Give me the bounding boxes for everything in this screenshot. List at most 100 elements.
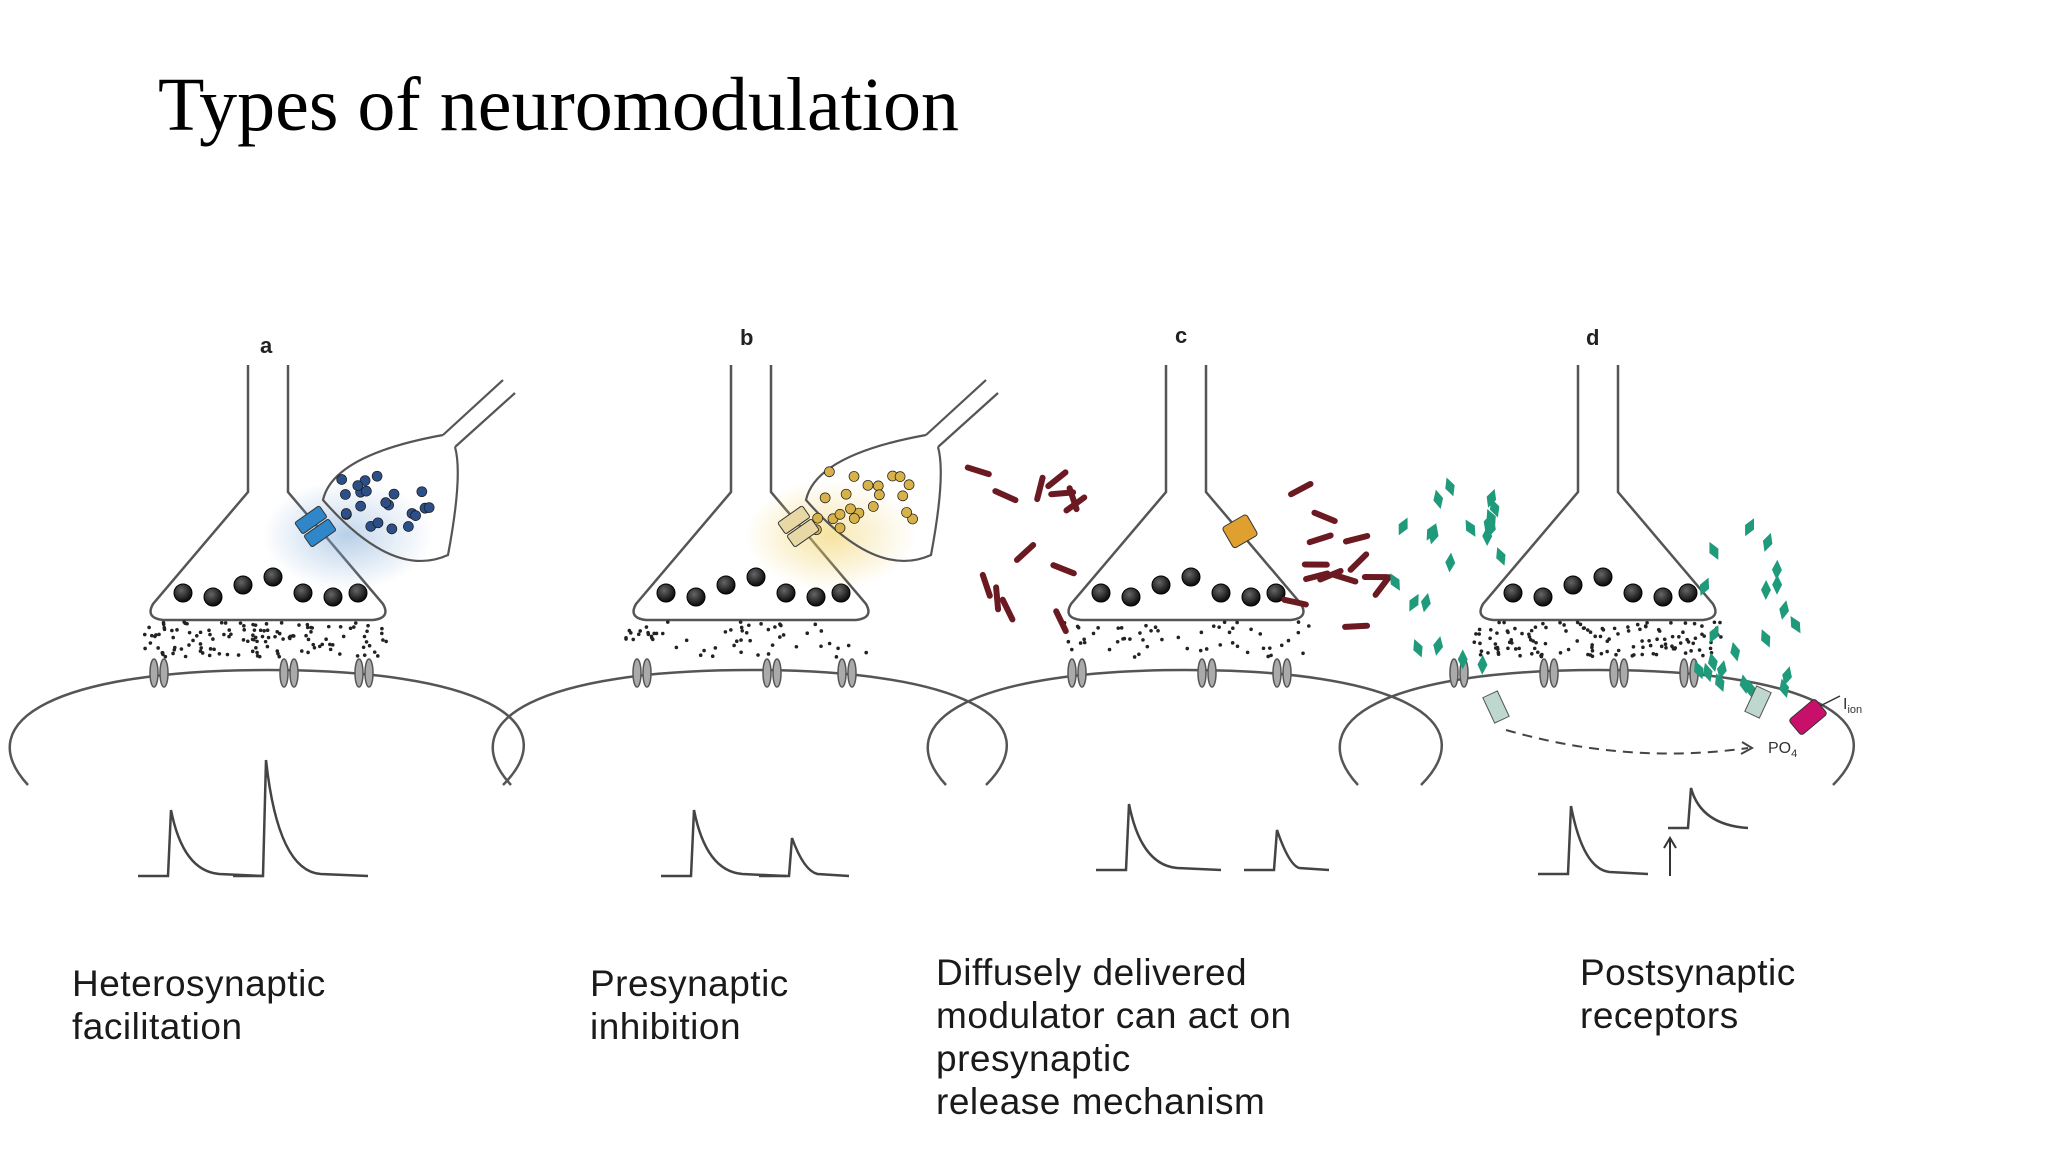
transmitter-particle	[1718, 620, 1722, 625]
transmitter-particle	[1614, 652, 1618, 657]
postsynaptic-modulator-molecule	[1433, 636, 1444, 656]
transmitter-particle	[1640, 639, 1644, 643]
postsynaptic-modulator-molecule	[1483, 513, 1494, 533]
modulator-receptor	[787, 518, 820, 548]
transmitter-particle	[1700, 632, 1704, 637]
postsynaptic-modulator-molecule	[1745, 518, 1755, 537]
transmitter-particle	[748, 638, 752, 643]
transmitter-particle	[170, 628, 174, 633]
transmitter-particle	[650, 636, 654, 640]
transmitter-particle	[361, 645, 366, 650]
postsynaptic-modulator-molecule	[1694, 660, 1704, 680]
receptor-subunit	[149, 658, 159, 688]
diffuse-modulator-molecule	[1050, 562, 1077, 577]
transmitter-particle	[1588, 630, 1593, 635]
transmitter-particle	[1590, 654, 1595, 659]
transmitter-particle	[766, 627, 771, 632]
transmitter-particle	[198, 630, 203, 635]
transmitter-particle	[766, 652, 771, 656]
transmitter-particle	[819, 629, 824, 633]
transmitter-particle	[277, 631, 282, 636]
transmitter-particle	[348, 626, 353, 631]
transmitter-particle	[1558, 620, 1562, 625]
synaptic-vesicle	[203, 587, 223, 607]
receptor-subunit	[632, 658, 642, 688]
transmitter-particle	[1578, 622, 1583, 627]
transmitter-particle	[1585, 628, 1590, 632]
diffuse-modulator-molecule	[1288, 480, 1314, 498]
postsynaptic-modulator-molecule	[1398, 517, 1408, 536]
transmitter-particle	[638, 629, 642, 633]
synaptic-vesicle	[323, 587, 343, 607]
synaptic-vesicle	[686, 587, 706, 607]
transmitter-particle	[1605, 649, 1609, 654]
diffuse-modulator-molecule	[1034, 474, 1046, 503]
panel-letter-c: c	[1175, 323, 1187, 348]
postsynaptic-cell	[491, 668, 1008, 786]
arrow-right-icon	[1740, 741, 1755, 755]
transmitter-particle	[1689, 649, 1693, 653]
panel-letter-d: d	[1586, 325, 1599, 350]
transmitter-particle	[1645, 620, 1649, 625]
modulator-vesicle	[410, 510, 421, 521]
transmitter-particle	[1497, 620, 1501, 625]
transmitter-particle	[1474, 632, 1478, 636]
transmitter-particle	[1132, 655, 1137, 659]
psp-trace	[1096, 803, 1222, 872]
transmitter-particle	[1719, 635, 1723, 639]
caption-heterosynaptic-facilitation: Heterosynaptic facilitation	[72, 963, 326, 1047]
transmitter-particle	[175, 628, 179, 632]
transmitter-particle	[251, 633, 255, 638]
transmitter-particle	[1115, 639, 1120, 644]
transmitter-particle	[258, 628, 263, 633]
transmitter-particle	[253, 635, 258, 640]
synaptic-vesicle	[1533, 587, 1553, 607]
transmitter-particle	[1678, 641, 1683, 645]
transmitter-particle	[163, 654, 168, 659]
diffuse-modulator-molecule	[1311, 509, 1338, 525]
transmitter-particle	[353, 621, 358, 625]
diffuse-modulator-molecule	[1347, 551, 1370, 573]
synaptic-vesicle	[293, 583, 313, 603]
transmitter-particle	[330, 643, 335, 647]
transmitter-particle	[1301, 651, 1305, 656]
transmitter-particle	[1477, 627, 1482, 632]
transmitter-particle	[187, 630, 192, 635]
modulator-vesicle	[819, 492, 831, 504]
transmitter-particle	[1296, 630, 1301, 635]
modulator-vesicle	[386, 523, 398, 535]
transmitter-particle	[1631, 645, 1636, 649]
transmitter-particle	[1493, 642, 1498, 646]
transmitter-particle	[732, 643, 736, 648]
transmitter-particle	[1145, 644, 1150, 649]
transmitter-particle	[834, 655, 839, 659]
transmitter-particle	[273, 634, 277, 639]
transmitter-particle	[1066, 639, 1071, 644]
transmitter-particle	[864, 650, 869, 655]
transmitter-particle	[1261, 646, 1266, 651]
transmitter-particle	[312, 646, 317, 650]
transmitter-particle	[276, 651, 280, 656]
psp-trace	[1538, 805, 1649, 876]
modulator-vesicle	[874, 489, 885, 501]
transmitter-particle	[1217, 625, 1221, 629]
transmitter-particle	[381, 638, 385, 642]
transmitter-particle	[266, 635, 271, 640]
transmitter-particle	[254, 646, 258, 650]
transmitter-particle	[805, 631, 810, 635]
transmitter-particle	[1544, 625, 1548, 630]
synaptic-vesicle	[1091, 583, 1111, 603]
transmitter-particle	[275, 629, 280, 634]
postsynaptic-modulator-molecule	[1709, 625, 1719, 644]
synaptic-vesicle	[776, 583, 796, 603]
transmitter-particle	[162, 627, 167, 632]
modulator-vesicle	[848, 471, 860, 482]
transmitter-particle	[1701, 653, 1705, 658]
presynaptic-terminal	[1067, 365, 1305, 622]
transmitter-particle	[1558, 651, 1563, 655]
transmitter-particle	[1529, 628, 1534, 633]
transmitter-particle	[1517, 646, 1521, 651]
modulator-vesicle	[416, 486, 428, 498]
synaptic-vesicle	[1211, 583, 1231, 603]
transmitter-particle	[208, 632, 212, 637]
